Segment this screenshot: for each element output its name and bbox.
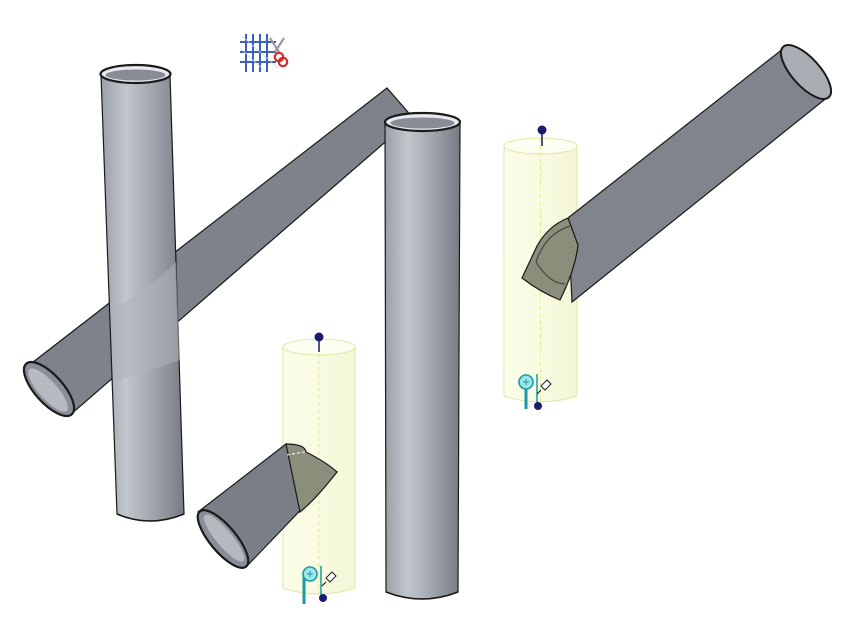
pipe-cut-scissors-icon[interactable] [239,30,289,73]
left-vertical-pipe[interactable] [99,63,185,522]
endpoint-handle-lower-top[interactable] [314,332,324,353]
pushpin-icon-right[interactable] [536,379,552,395]
pushpin-icon-lower[interactable] [321,571,337,587]
short-cut-pipe[interactable] [190,443,338,575]
right-diagonal-pipe[interactable] [521,37,839,304]
endpoint-handle-right-top[interactable] [537,125,547,147]
center-vertical-pipe[interactable] [383,111,462,600]
move-grip-icon-right[interactable] [518,374,542,410]
move-grip-icon-lower[interactable] [302,566,327,604]
